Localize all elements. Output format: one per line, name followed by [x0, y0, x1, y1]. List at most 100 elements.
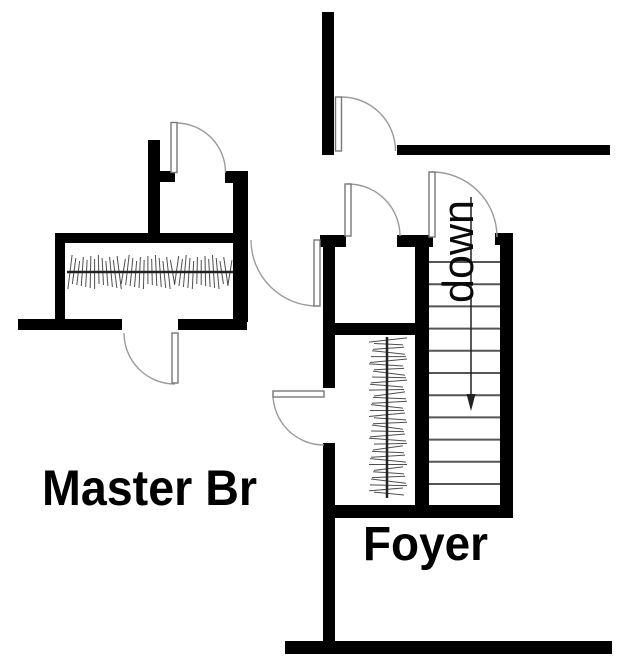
decor-line: [372, 346, 405, 350]
door-master-bedroom: [272, 390, 325, 446]
decor-line: [109, 256, 113, 288]
wall-top-right-horizontal: [397, 145, 610, 155]
decor-line: [373, 442, 408, 445]
master-closet-rod: [67, 254, 233, 290]
wall-vestibule-left: [148, 140, 160, 235]
decor-line: [166, 256, 171, 290]
door-leaf: [171, 332, 179, 384]
decor-line: [134, 260, 138, 288]
clothes-hatch-icon: [67, 254, 233, 290]
decor-line: [138, 256, 141, 289]
wall-master-closet-bottom-left: [18, 319, 122, 330]
door-master-closet-bottom: [123, 332, 179, 385]
door-top-hallway: [334, 96, 397, 152]
decor-line: [71, 257, 77, 285]
stair-treads: [429, 261, 500, 485]
decor-line: [372, 421, 408, 425]
decor-line: [368, 388, 405, 391]
door-swing-arc: [347, 183, 401, 237]
wall-vestibule-left-jamb: [160, 171, 175, 182]
door-hall-top: [344, 183, 401, 237]
decor-line: [370, 454, 406, 458]
door-leaf: [344, 183, 352, 237]
decor-line: [182, 254, 187, 288]
decor-line: [112, 259, 118, 289]
decor-line: [368, 363, 404, 367]
decor-line: [80, 256, 84, 287]
decor-line: [67, 254, 73, 290]
decor-line: [227, 259, 233, 287]
decor-line: [142, 259, 145, 290]
decor-line: [101, 257, 104, 286]
decor-line: [371, 400, 408, 404]
decor-line: [174, 255, 180, 286]
decor-line: [158, 257, 162, 288]
wall-hall-left-upper: [323, 235, 335, 388]
decor-line: [187, 257, 191, 289]
decor-line: [372, 396, 407, 400]
decor-line: [370, 379, 408, 384]
wall-top-center-vertical: [322, 12, 334, 155]
foyer-label: Foyer: [363, 518, 488, 571]
decor-line: [373, 417, 407, 421]
decor-line: [371, 475, 406, 479]
decor-line: [208, 258, 211, 288]
decor-line: [369, 433, 406, 438]
decor-line: [191, 260, 195, 290]
decor-line: [369, 358, 408, 363]
decor-line: [368, 487, 404, 492]
decor-line: [120, 258, 126, 285]
decor-line: [373, 342, 404, 346]
stairs-down-label: down: [434, 200, 483, 303]
door-leaf: [170, 121, 178, 174]
door-swing-arc: [341, 96, 397, 152]
decor-line: [372, 370, 406, 376]
wall-hall-left-lower: [323, 443, 335, 650]
decor-line: [223, 256, 229, 286]
stair-direction-arrowhead: [466, 394, 476, 411]
clothes-hatch-icon: [368, 337, 408, 496]
decor-line: [97, 254, 100, 285]
door-vestibule-to-hall: [250, 239, 321, 307]
decor-line: [371, 424, 404, 430]
decor-line: [370, 404, 404, 409]
decor-line: [368, 437, 407, 442]
door-swing-arc: [250, 239, 318, 307]
decor-line: [368, 412, 406, 417]
wall-master-closet-bottom-right: [178, 319, 247, 330]
staircase: down: [429, 197, 500, 485]
wall-master-closet-top: [55, 233, 247, 243]
decor-line: [369, 484, 408, 487]
decor-line: [372, 471, 405, 475]
wall-stair-left: [415, 235, 429, 507]
decor-line: [373, 367, 405, 371]
door-swing-arc: [123, 332, 176, 385]
decor-line: [76, 260, 81, 286]
decor-line: [219, 260, 224, 285]
door-leaf: [428, 171, 436, 238]
door-swing-arc: [175, 122, 227, 173]
decor-line: [162, 260, 167, 289]
door-master-closet-top: [170, 121, 227, 174]
decor-line: [369, 383, 404, 388]
decor-line: [373, 466, 404, 471]
wall-master-closet-right: [233, 171, 248, 322]
decor-line: [85, 259, 88, 288]
decor-line: [129, 257, 134, 287]
door-swing-arc: [431, 171, 498, 238]
decor-line: [373, 491, 405, 496]
decor-line: [211, 254, 216, 289]
wall-foyer-closet-top: [323, 323, 429, 335]
decor-line: [105, 260, 109, 287]
decor-line: [178, 258, 183, 287]
door-leaf: [272, 390, 325, 398]
wall-foyer-closet-bottom: [323, 505, 513, 518]
decor-line: [371, 450, 405, 454]
decor-line: [116, 255, 122, 290]
decor-line: [89, 255, 92, 289]
door-leaf: [334, 96, 343, 152]
door-swing-arc: [272, 393, 325, 446]
door-leaf: [313, 239, 321, 307]
door-stairs: [428, 171, 498, 238]
